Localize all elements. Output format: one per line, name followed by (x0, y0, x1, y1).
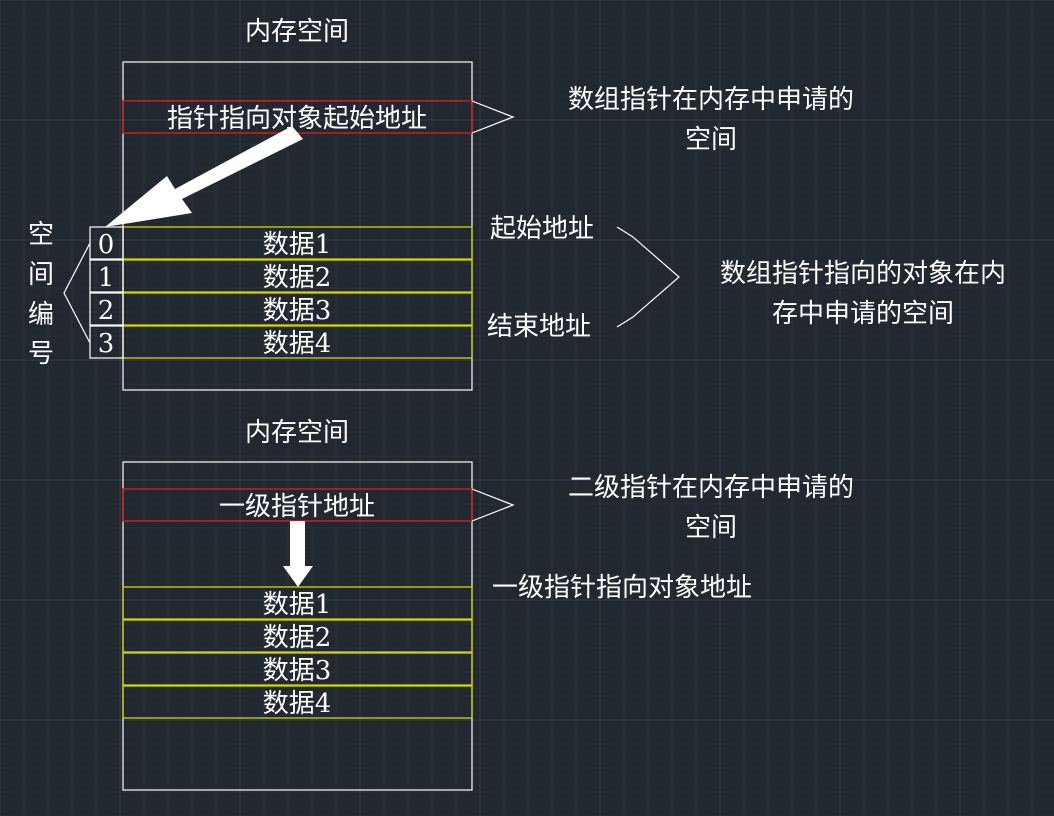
bottom-data-row-1 (122, 586, 473, 620)
bottom-target-address-label: 一级指针指向对象地址 (492, 573, 752, 603)
top-index-label-char-2: 间 (28, 260, 54, 290)
top-index-2: 2 (98, 296, 115, 326)
bottom-data-row-4-label: 数据4 (263, 689, 332, 719)
top-index-3: 3 (98, 329, 115, 359)
top-diagram: 内存空间 指针指向对象起始地址 数组指针在内存中申请的 空间 数据1 数据2 数… (28, 17, 1006, 391)
top-index-label-char-4: 号 (28, 339, 54, 369)
bottom-data-row-3 (122, 652, 473, 686)
top-object-callout-line-1: 数组指针指向的对象在内 (720, 259, 1006, 289)
top-index-cell-1 (89, 259, 124, 293)
bottom-data-row-1-label: 数据1 (263, 590, 332, 620)
top-pointer-arrow (105, 126, 303, 227)
top-data-rows: 数据1 数据2 数据3 数据4 (122, 226, 473, 359)
top-data-row-3-label: 数据3 (263, 296, 332, 326)
top-data-row-2-label: 数据2 (263, 263, 332, 293)
bottom-memory-title: 内存空间 (245, 418, 349, 448)
top-pointer-callout-line-2: 空间 (685, 125, 737, 155)
top-index-label-char-3: 编 (28, 300, 54, 330)
top-pointer-callout-line-1: 数组指针在内存中申请的 (568, 85, 854, 115)
bottom-pointer-callout-line-2: 空间 (685, 513, 737, 543)
bottom-diagram: 内存空间 一级指针地址 二级指针在内存中申请的 空间 一级指针指向对象地址 数据… (122, 418, 854, 791)
bottom-data-row-2 (122, 619, 473, 653)
bottom-pointer-callout-line-1: 二级指针在内存中申请的 (568, 473, 854, 503)
bottom-data-row-2-label: 数据2 (263, 623, 332, 653)
top-index-1: 1 (98, 263, 115, 293)
bottom-pointer-box-label: 一级指针地址 (219, 492, 375, 522)
top-memory-title: 内存空间 (245, 17, 349, 47)
top-data-row-1-label: 数据1 (263, 230, 332, 260)
top-object-callout-line-2: 存中申请的空间 (772, 299, 954, 329)
bottom-pointer-arrow (283, 521, 313, 587)
top-memory-frame (122, 61, 473, 391)
top-start-address-label: 起始地址 (490, 214, 594, 244)
top-pointer-box-label: 指针指向对象起始地址 (167, 104, 427, 134)
top-index-label-char-1: 空 (28, 220, 54, 250)
top-end-address-label: 结束地址 (487, 312, 591, 342)
top-index-bracket (63, 242, 91, 344)
top-address-bracket (616, 226, 680, 328)
top-data-row-4-label: 数据4 (263, 329, 332, 359)
top-index-0: 0 (98, 230, 115, 260)
bottom-data-rows: 数据1 数据2 数据3 数据4 (122, 586, 473, 719)
bottom-data-row-4 (122, 685, 473, 719)
bottom-pointer-callout-bracket (471, 488, 515, 522)
top-pointer-callout-bracket (471, 100, 515, 134)
top-index-cell-2 (89, 292, 124, 326)
top-index-cells: 0 1 2 3 (89, 226, 124, 359)
bottom-data-row-3-label: 数据3 (263, 656, 332, 686)
